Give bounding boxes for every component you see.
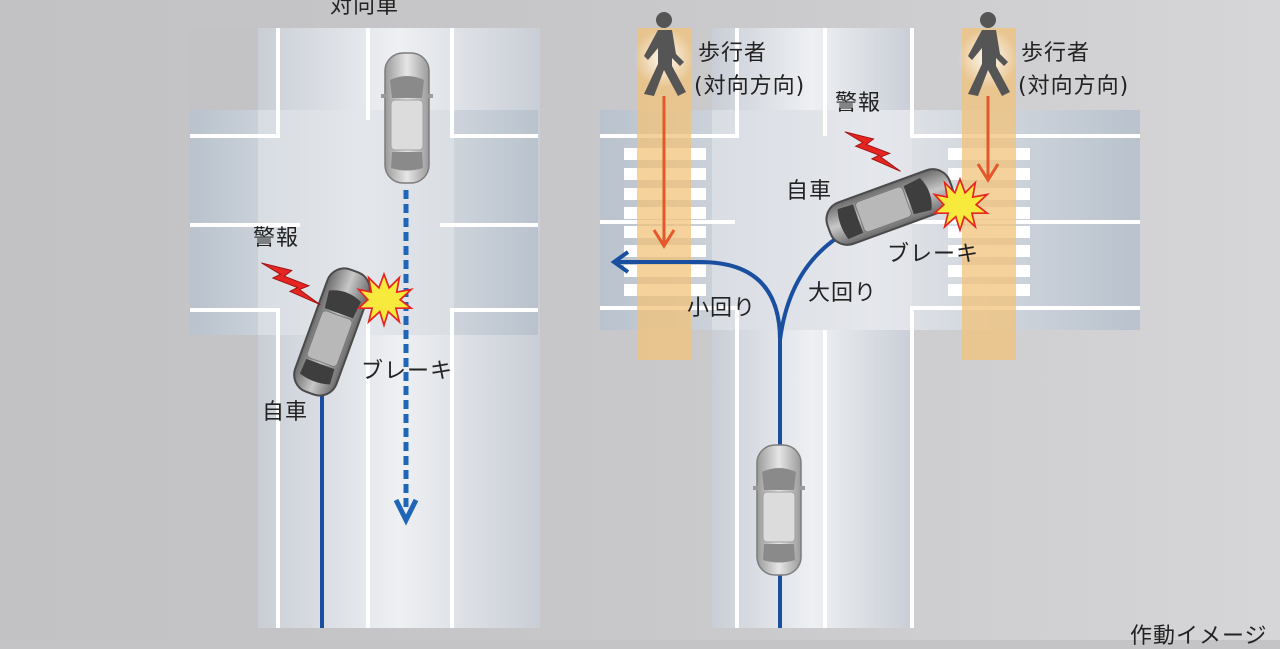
small-turn-arrowhead (610, 250, 630, 274)
pedestrian-left-label: 歩行者 (698, 41, 768, 66)
oncoming-vehicle-icon (380, 52, 434, 184)
right-brake-label: ブレーキ (887, 242, 980, 267)
small-turn-label: 小回り (687, 296, 757, 321)
oncoming-vehicle-label: 対向車 (330, 0, 400, 19)
left-own-vehicle-label: 自車 (262, 400, 309, 425)
own-vehicle-straight-icon (752, 444, 806, 576)
left-intersection (190, 28, 540, 628)
wide-turn-label: 大回り (808, 281, 878, 306)
right-warning-label: 警報 (835, 91, 882, 116)
right-own-vehicle-label: 自車 (786, 179, 833, 204)
crosswalk-left (624, 28, 706, 360)
left-brake-label: ブレーキ (361, 359, 454, 384)
pedestrian-right-direction: (対向方向) (1018, 74, 1130, 99)
left-warning-label: 警報 (253, 226, 300, 251)
pedestrian-left-direction: (対向方向) (694, 74, 806, 99)
oncoming-path-arrowhead (393, 498, 419, 526)
pedestrian-right-label: 歩行者 (1021, 41, 1091, 66)
operation-image-caption: 作動イメージ (1130, 624, 1268, 649)
